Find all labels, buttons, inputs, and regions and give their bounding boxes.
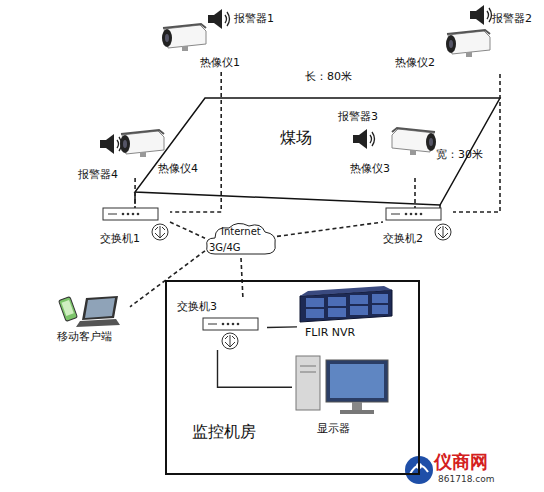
speaker-icons: [100, 5, 492, 154]
switch-icons: [386, 208, 441, 220]
cloud-outline: [207, 223, 276, 254]
nvr-node: FLIR NVR: [297, 290, 402, 342]
speaker-icons: [353, 129, 375, 149]
monitor-icon: [352, 402, 362, 410]
nvr-icon: [306, 298, 324, 307]
nvr-icon: [372, 305, 388, 314]
node-label: 热像仪4: [158, 162, 198, 175]
mobile-client-icon: [76, 319, 120, 327]
speaker-icons: [100, 134, 122, 154]
coal-yard-outline: [135, 98, 500, 214]
node-label: 交换机2: [383, 232, 423, 245]
monitor-room: 监控机房 交换机3FLIR NVR 显示器: [165, 280, 420, 475]
camera-node: 热像仪3: [350, 128, 445, 178]
camera-icons: [120, 130, 164, 157]
node-label: 热像仪1: [200, 56, 240, 69]
switch-icons: [103, 208, 451, 349]
cloud-node: Internet 3G/4G: [205, 222, 277, 258]
alarm-node: 报警器3: [338, 110, 393, 146]
alarm-node: 报警器2: [468, 0, 542, 36]
dimension: 宽：30米: [436, 148, 483, 161]
node-label: 交换机3: [177, 300, 217, 313]
node-label: 报警器2: [492, 12, 532, 25]
mobile-client-icon: [62, 300, 74, 316]
nvr-icon: [328, 308, 346, 317]
network-link: [130, 251, 205, 307]
monitor-node: 显示器: [292, 352, 392, 438]
node-label: 报警器4: [78, 168, 118, 181]
network-link: [453, 74, 500, 212]
node-label: 移动客户端: [57, 330, 112, 343]
network-link: [170, 222, 205, 238]
camera-icons: [446, 30, 490, 57]
node-label: 交换机1: [100, 232, 140, 245]
speaker-icons: [470, 5, 492, 25]
switch-node: 交换机3: [177, 300, 267, 350]
coal-yard-outline: [135, 98, 500, 205]
dimension: 长：80米: [305, 70, 352, 83]
watermark: 861718.com: [438, 474, 494, 485]
node-label: 热像仪3: [350, 162, 390, 175]
monitor-icon: [330, 364, 384, 398]
area-name: 煤场: [280, 128, 312, 147]
alarm-node: 报警器1: [208, 0, 283, 36]
node-label: 3G/4G: [209, 242, 241, 254]
switch-icons: [203, 318, 258, 330]
node-label: 监控机房: [192, 422, 256, 441]
nvr-icon: [350, 295, 368, 304]
switch-icons: [103, 208, 158, 220]
nvr-icon: [350, 306, 368, 315]
mobile-client-icon: [82, 296, 118, 320]
network-link: [170, 72, 221, 212]
watermark: 仪商网: [434, 451, 488, 473]
node-label: 报警器1: [234, 12, 274, 25]
camera-icons: [392, 128, 436, 155]
node-label: FLIR NVR: [305, 326, 355, 339]
monitor-icon: [296, 356, 320, 410]
network-link: [267, 326, 297, 328]
mobile-client-icon: [85, 298, 115, 318]
switch-node: 交换机1: [100, 208, 170, 248]
switch-node: 交换机2: [383, 208, 453, 248]
nvr-icon: [300, 286, 392, 322]
switch-icons: [152, 224, 168, 240]
nvr-icon: [328, 297, 346, 306]
mobile-client-icon: [59, 296, 120, 327]
switch-icons: [222, 333, 238, 349]
mobile-client-icon: [59, 297, 78, 322]
network-link: [241, 258, 243, 300]
node-label: Internet: [221, 226, 261, 238]
node-label: 报警器3: [338, 110, 378, 123]
camera-icons: [162, 24, 206, 51]
node-label: 显示器: [317, 422, 350, 435]
nvr-icon: [372, 294, 388, 303]
monitor-icon: [340, 410, 374, 414]
camera-node: 热像仪1: [160, 22, 245, 72]
camera-node: 热像仪4: [118, 128, 208, 178]
mobile-client-node: 移动客户端: [55, 290, 130, 346]
network-link: [134, 178, 136, 208]
camera-icons: [120, 24, 490, 157]
monitor-icon: [296, 356, 388, 414]
monitor-icon: [326, 360, 388, 402]
monitor-icon: [300, 372, 316, 373]
network-link: [218, 350, 293, 387]
switch-icons: [435, 224, 451, 240]
monitor-icon: [300, 366, 316, 367]
camera-node: 热像仪2: [395, 28, 507, 74]
alarm-node: 报警器4: [78, 130, 138, 184]
nvr-icon: [306, 309, 324, 318]
node-label: 热像仪2: [395, 56, 435, 69]
speaker-icons: [208, 9, 230, 29]
network-link: [277, 222, 383, 236]
network-link: [414, 178, 416, 208]
